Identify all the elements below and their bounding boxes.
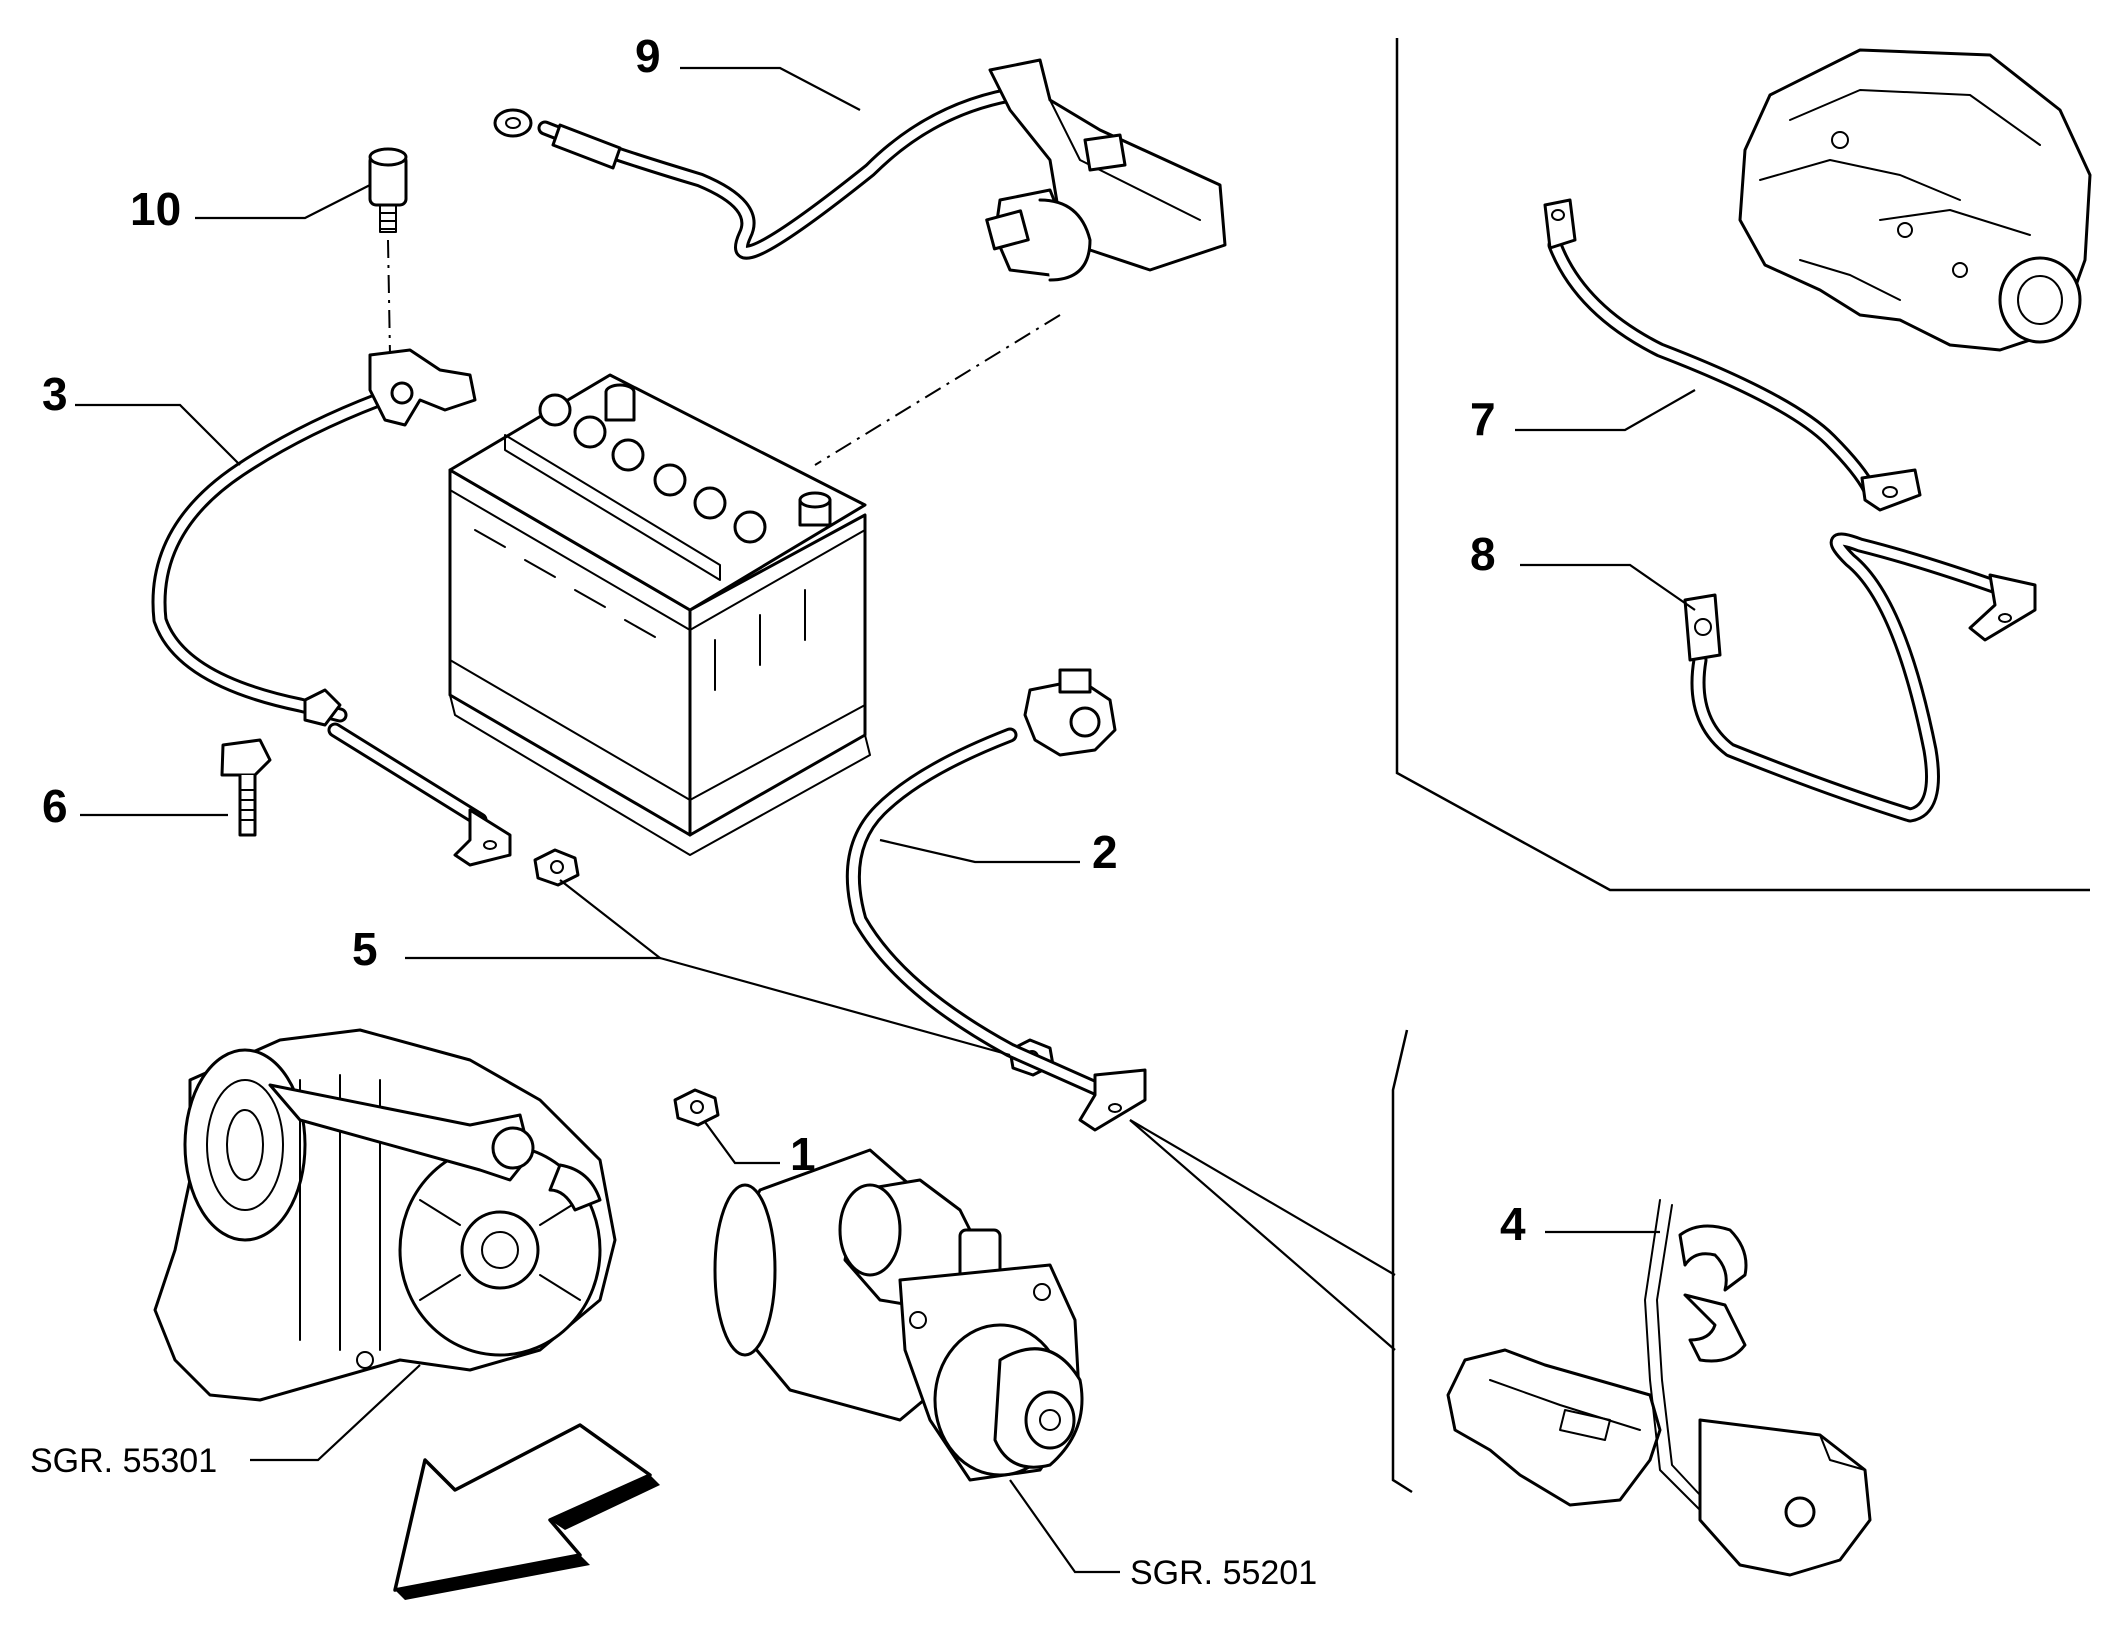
leader-sgr-55201	[1009, 1479, 1120, 1574]
callout-7: 7	[1470, 393, 1496, 445]
reference-labels: SGR. 55301 SGR. 55201	[30, 1442, 1317, 1592]
callout-8: 8	[1470, 528, 1496, 580]
part-7-ground-strap	[1543, 198, 1922, 512]
inset-frame-lower-right	[1391, 1029, 1413, 1494]
part-10-stud	[368, 147, 408, 233]
leader-detail-4	[1129, 1119, 1396, 1276]
callout-4: 4	[1500, 1198, 1526, 1250]
callout-10: 10	[130, 183, 181, 235]
starter-motor	[713, 1148, 1084, 1482]
leader-sgr-55301	[250, 1364, 421, 1462]
callout-9: 9	[635, 30, 661, 82]
leader-3	[75, 403, 241, 466]
callout-1: 1	[790, 1128, 816, 1180]
ref-starter: SGR. 55201	[1130, 1554, 1317, 1592]
ref-alternator: SGR. 55301	[30, 1442, 217, 1480]
gearbox	[1738, 48, 2092, 352]
leader-10	[195, 184, 371, 220]
alternator	[153, 1028, 617, 1402]
leader-5b	[659, 956, 1011, 1057]
part-6-bolt	[220, 738, 272, 837]
battery-terminal-positive	[798, 491, 832, 527]
assembly-line-10	[387, 239, 391, 356]
assembly-line-9	[814, 314, 1061, 466]
part-4-bracket	[1446, 1199, 1872, 1577]
leader-5	[405, 879, 664, 960]
leader-1	[704, 1121, 780, 1165]
battery-cell-caps	[538, 393, 767, 544]
leader-7	[1515, 389, 1696, 432]
leader-9	[680, 66, 861, 111]
inset-frame-upper-right	[1395, 38, 2090, 892]
leader-detail-4b	[1129, 1119, 1396, 1351]
callout-labels: 9 10 3 6 5 2 1 7 8 4	[42, 30, 1526, 1250]
callout-3: 3	[42, 368, 68, 420]
leader-8	[1520, 563, 1696, 611]
callout-5: 5	[352, 923, 378, 975]
part-5-nut-upper	[533, 848, 580, 887]
direction-arrow	[393, 1423, 660, 1600]
leader-2	[879, 838, 1080, 864]
battery	[448, 373, 871, 856]
callout-2: 2	[1092, 826, 1118, 878]
part-9-positive-cable	[493, 58, 1227, 282]
part-3-negative-cable	[151, 348, 512, 867]
part-1-nut	[673, 1088, 720, 1127]
part-2-starter-cable	[845, 668, 1147, 1132]
part-8-ground-cable	[1683, 532, 2037, 823]
callout-6: 6	[42, 780, 68, 832]
leader-lines	[75, 66, 1696, 1574]
battery-terminal-negative	[604, 383, 636, 422]
